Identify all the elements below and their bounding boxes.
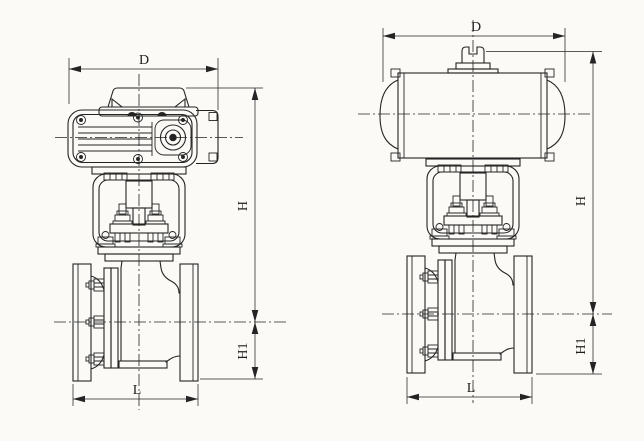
dim-label-d-right: D bbox=[471, 20, 481, 35]
left-end-cap bbox=[379, 79, 399, 150]
pneumatic-actuator bbox=[379, 46, 566, 162]
dim-label-l-right: L bbox=[467, 381, 476, 396]
end-cap-bolts bbox=[390, 68, 555, 162]
motor-fins bbox=[78, 122, 153, 156]
valve-body-right bbox=[406, 158, 533, 374]
right-valve-view: D H H1 L bbox=[358, 20, 612, 404]
electric-actuator bbox=[67, 87, 219, 168]
dim-label-h-right: H bbox=[574, 196, 589, 206]
dimension-lines-left bbox=[68, 58, 263, 406]
centerlines-left bbox=[54, 74, 287, 410]
indicator-dial bbox=[154, 119, 192, 156]
position-indicator bbox=[461, 46, 485, 64]
terminal-box bbox=[196, 109, 219, 165]
dimension-lines-right bbox=[382, 28, 602, 404]
valve-body-left bbox=[72, 166, 199, 382]
centerlines-right bbox=[358, 20, 612, 403]
dim-label-l-left: L bbox=[133, 383, 142, 398]
dim-label-h1-left: H1 bbox=[236, 342, 251, 359]
right-end-cap bbox=[546, 79, 566, 150]
dim-label-h1-right: H1 bbox=[574, 337, 589, 354]
dim-label-h-left: H bbox=[236, 201, 251, 211]
dim-label-d-left: D bbox=[139, 53, 149, 68]
left-valve-view: D H H1 L bbox=[54, 53, 287, 410]
